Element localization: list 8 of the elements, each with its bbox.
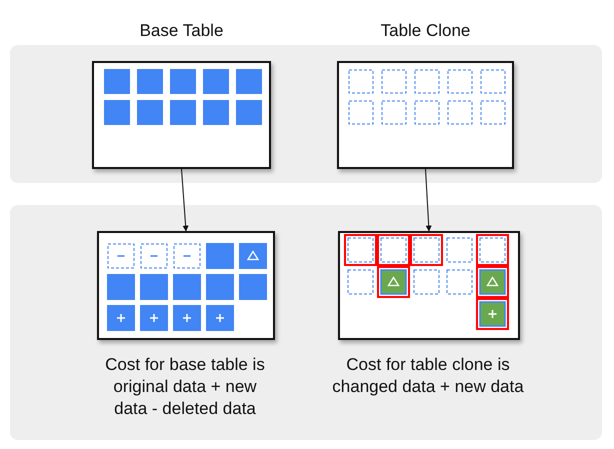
arrow [425, 168, 432, 232]
arrow [181, 168, 189, 232]
table-card [97, 231, 275, 340]
table-title: Table Clone [380, 21, 472, 41]
cost-caption: Cost for table clone is changed data + new data [331, 354, 525, 398]
table-title: Base Table [138, 21, 224, 41]
table-card [338, 231, 520, 340]
cost-caption: Cost for base table is original data + new data - deleted data [104, 354, 266, 420]
